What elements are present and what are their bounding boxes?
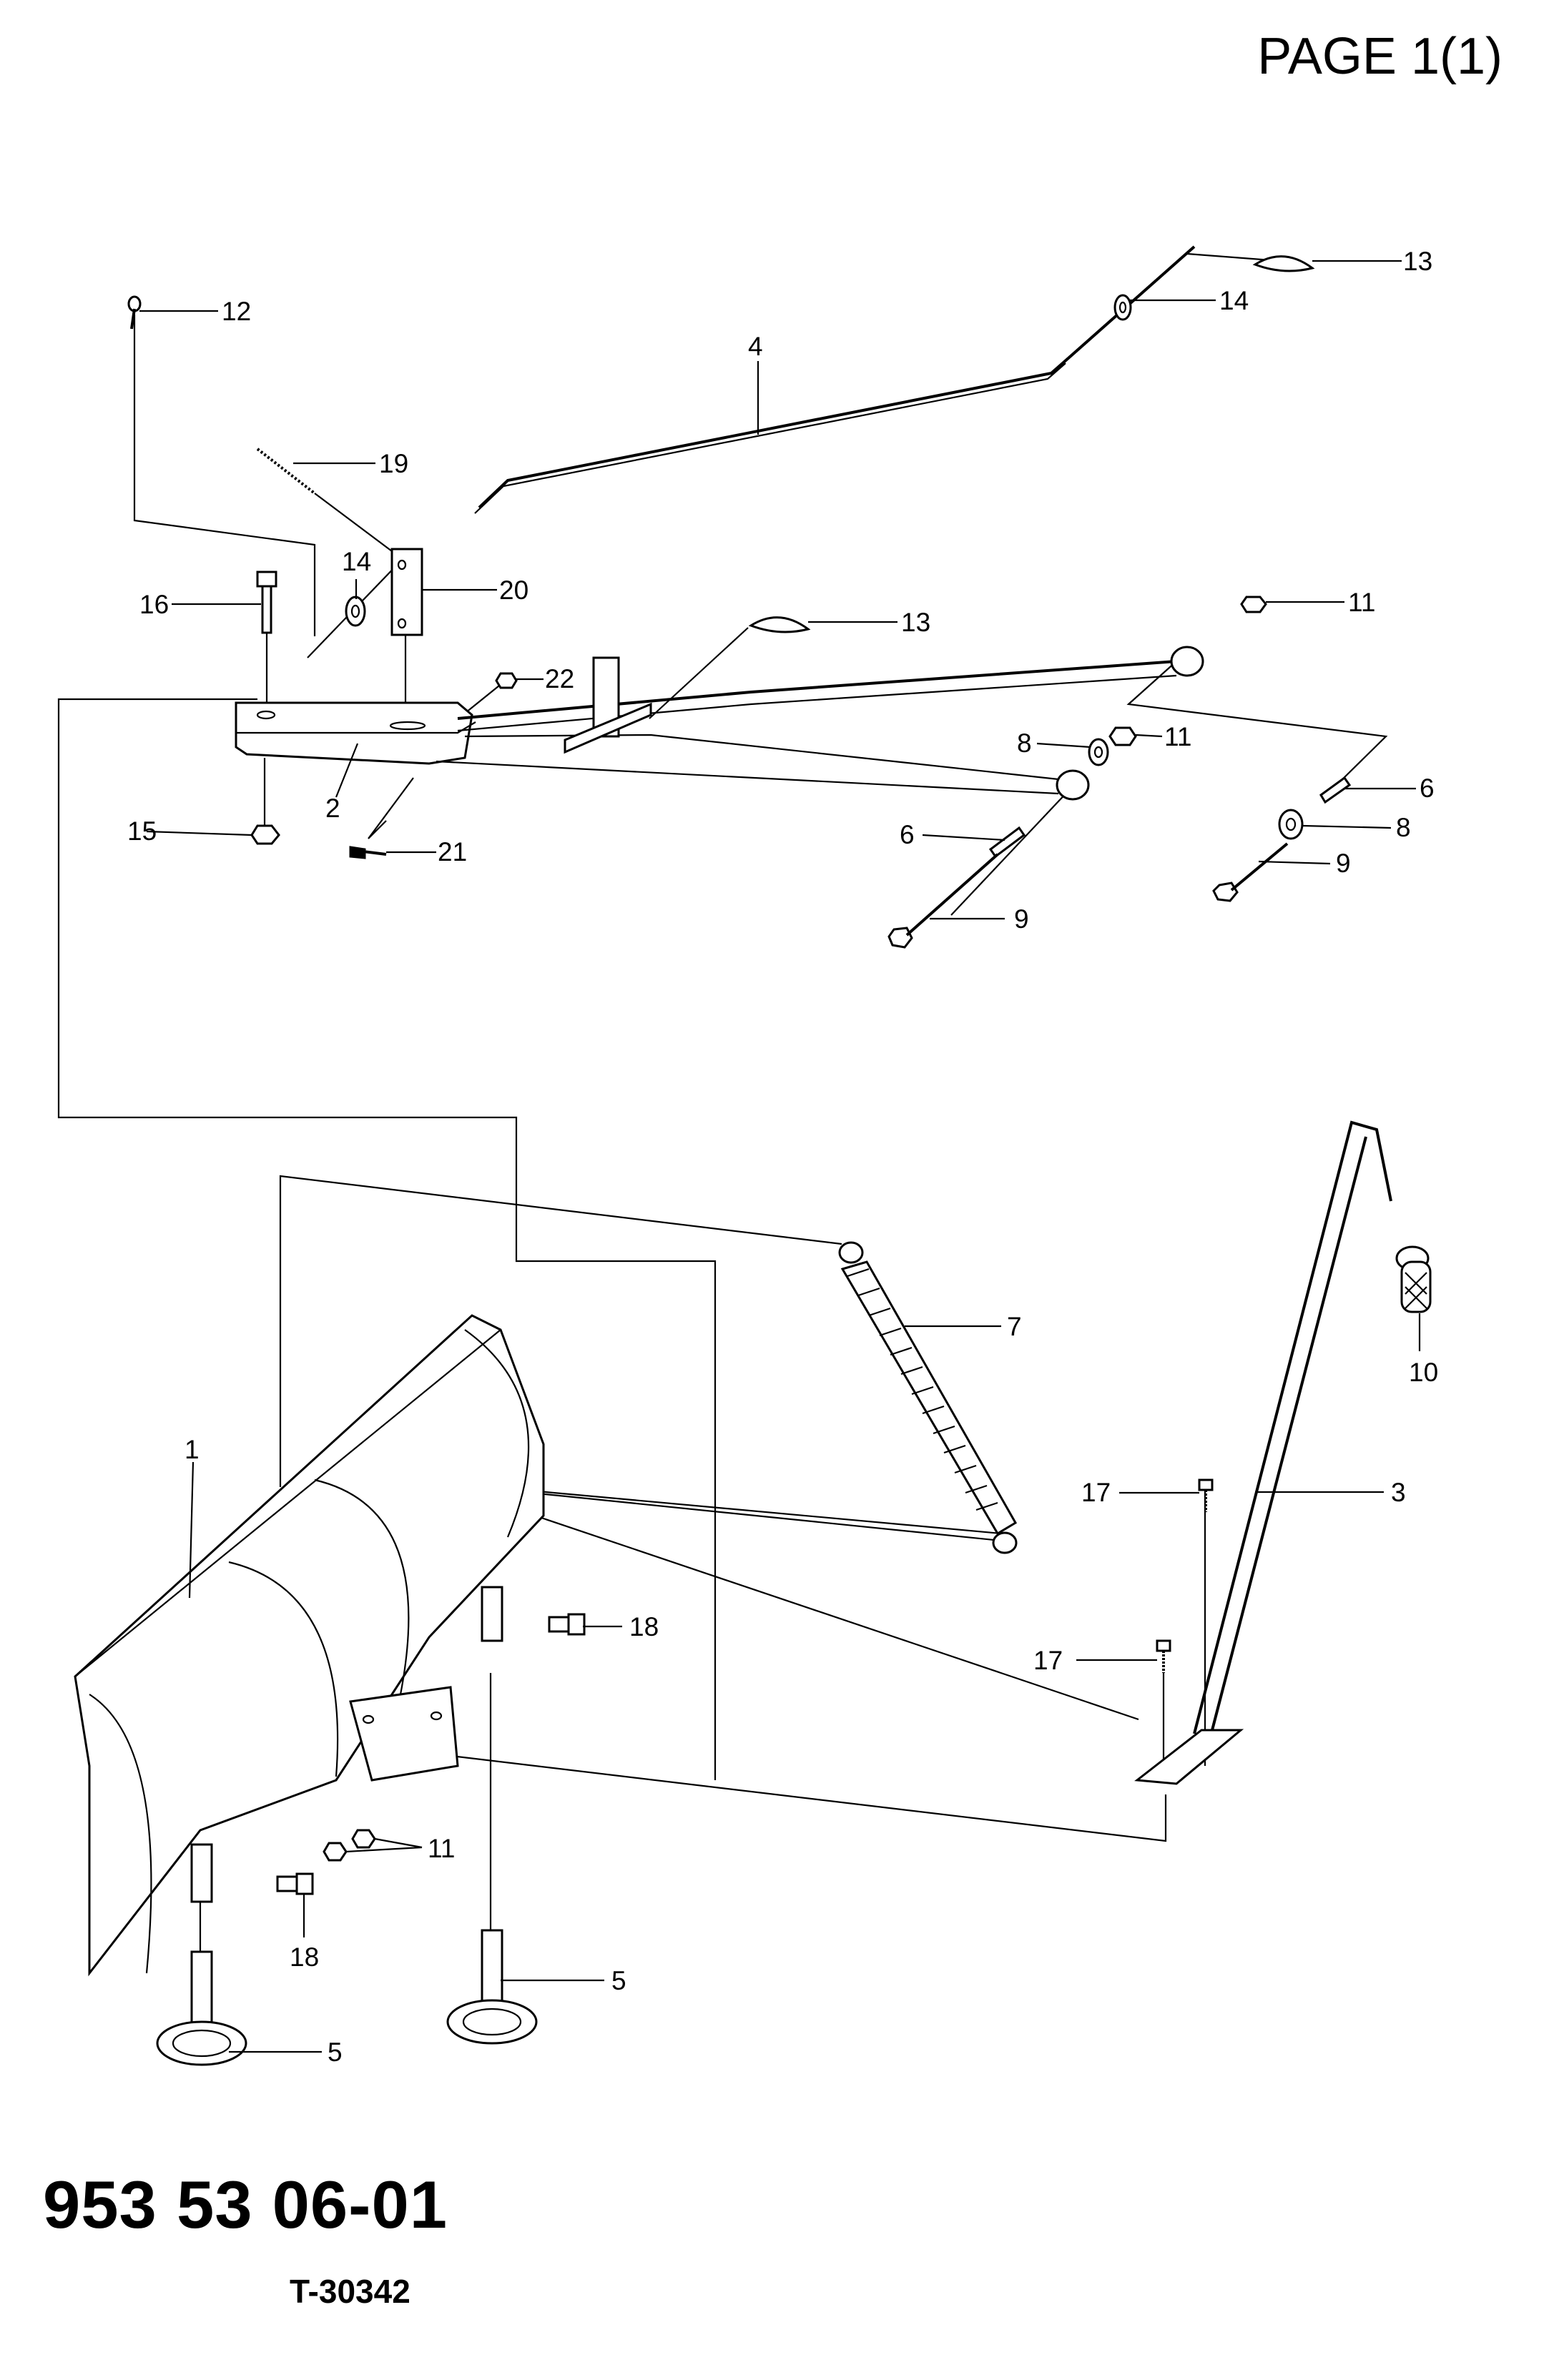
callout-11-top: 11 (1348, 588, 1375, 617)
callout-17-bottom: 17 (1033, 1646, 1063, 1675)
callout-16: 16 (139, 590, 169, 619)
callout-10: 10 (1409, 1358, 1438, 1387)
callout-13-mid: 13 (901, 608, 930, 637)
callout-18-bottom: 18 (290, 1942, 319, 1972)
callout-18-top: 18 (629, 1612, 659, 1641)
part-grip-10 (1395, 1245, 1432, 1313)
part-threaded-rod-19 (256, 448, 401, 558)
callout-19: 19 (379, 449, 408, 478)
callout-5-left: 5 (328, 2038, 343, 2067)
callout-14-left: 14 (342, 547, 371, 576)
callout-11-mid: 11 (1164, 722, 1191, 751)
part-bolt-16 (256, 571, 277, 634)
callout-8-right: 8 (1396, 813, 1411, 842)
page-label: PAGE 1(1) (1257, 28, 1503, 85)
callout-17-top: 17 (1081, 1478, 1111, 1507)
callout-labels: 13 14 12 4 19 14 20 16 13 11 22 2 8 11 1… (127, 247, 1438, 2067)
part-rod-4 (474, 245, 1281, 514)
drawing-code: T-30342 (290, 2273, 410, 2310)
part-bolt-18 (276, 1613, 586, 1895)
part-bolt-9 (887, 842, 1289, 949)
part-nut-22 (495, 672, 518, 689)
part-pin-12 (127, 295, 142, 330)
callout-21: 21 (438, 837, 467, 866)
part-blade-1 (74, 1314, 545, 1977)
callout-8-top: 8 (1017, 729, 1032, 758)
callout-9-left: 9 (1014, 904, 1029, 934)
part-skid-shoe-5 (156, 1929, 538, 2066)
part-frame-2 (235, 646, 1204, 801)
part-clip-13 (748, 255, 1315, 633)
part-number: 953 53 06-01 (43, 2167, 448, 2242)
callout-3: 3 (1391, 1478, 1406, 1507)
part-washer-14 (345, 294, 1132, 627)
leader-lines (139, 260, 1421, 2053)
callout-15: 15 (127, 816, 157, 846)
callout-13-top: 13 (1403, 247, 1432, 276)
callout-9-right: 9 (1336, 849, 1351, 878)
part-washer-8 (1088, 738, 1304, 840)
callout-1: 1 (185, 1435, 200, 1464)
callout-7: 7 (1007, 1312, 1022, 1341)
part-spring-7 (838, 1241, 1018, 1554)
callout-5-right: 5 (611, 1966, 626, 1995)
part-nut-11-lower (323, 1829, 376, 1862)
callout-14-top: 14 (1219, 286, 1249, 315)
part-nut-11-upper (1108, 596, 1267, 746)
callout-11-bottom: 11 (428, 1834, 455, 1863)
part-bolt-17 (1156, 1478, 1214, 1673)
callout-22: 22 (545, 664, 574, 693)
callout-4: 4 (748, 332, 763, 361)
part-spacer-6 (988, 776, 1352, 859)
part-nut-15 (250, 824, 280, 845)
part-stand-3 (1134, 1120, 1392, 1785)
callout-12: 12 (222, 297, 251, 326)
part-screw-21 (349, 846, 387, 859)
callout-6-left: 6 (900, 820, 915, 849)
part-plate-20 (390, 548, 423, 636)
callout-2: 2 (325, 794, 340, 823)
callout-20: 20 (499, 576, 528, 605)
callout-6-right: 6 (1420, 774, 1435, 803)
